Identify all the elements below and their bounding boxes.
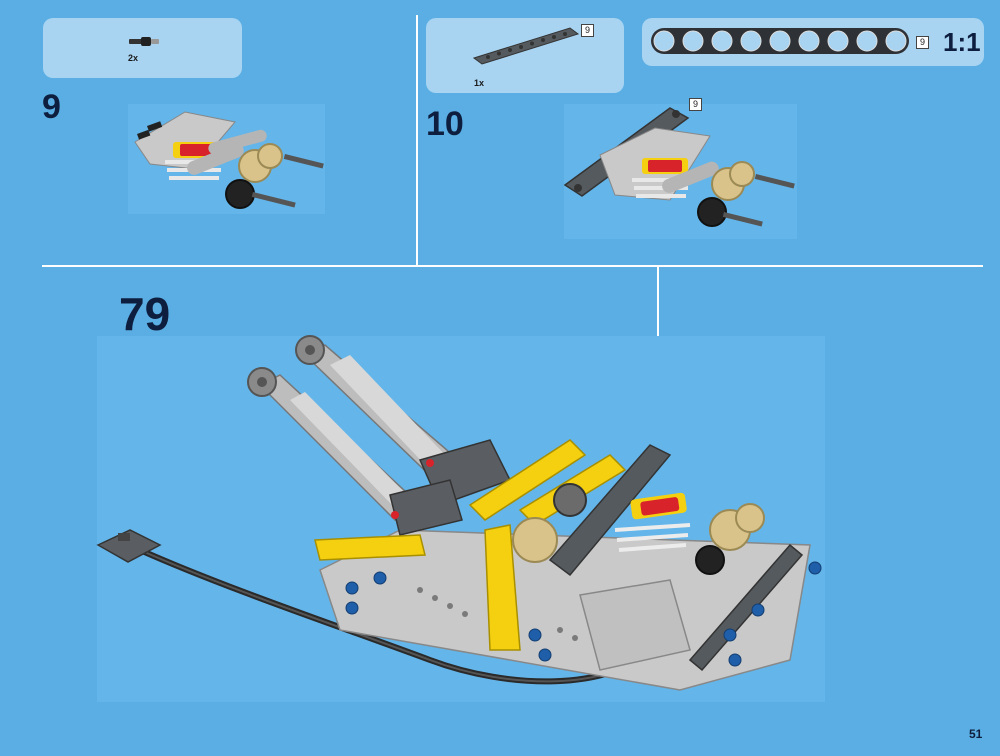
scale-beam-hole [798,30,820,52]
step-9-number: 9 [42,88,61,126]
scale-beam-hole [711,30,733,52]
scale-beam-hole [827,30,849,52]
scale-beam-hole [769,30,791,52]
scale-label: 1:1 [943,27,981,57]
step-79-assembly-illustration [96,335,822,691]
scale-beam-hole [856,30,878,52]
step-10-quantity: 1x [474,78,485,88]
scale-beam-hole [653,30,675,52]
scale-beam-hole [740,30,762,52]
pin-axle-icon [129,37,159,46]
step-10-assembly-length-tag: 9 [689,98,702,111]
vertical-divider [416,15,418,266]
page-number: 51 [969,727,983,741]
step-79-number: 79 [119,288,171,340]
step-9-parts-callout: 2x [43,18,242,78]
step-10-assembly-illustration [563,107,795,227]
step-10-parts-callout: 9 1x [426,18,624,93]
liftarm-beam-icon [472,27,580,65]
scale-beam-9-holes [651,28,909,54]
step-10-number: 10 [426,105,464,143]
scale-length-tag: 9 [916,36,929,49]
step-9-quantity: 2x [128,53,139,63]
step-10-beam-length-tag: 9 [581,24,594,37]
scale-beam-hole [682,30,704,52]
scale-beam-hole [885,30,907,52]
horizontal-divider [42,265,983,267]
step-9-assembly-illustration [134,111,324,209]
scale-callout: 9 1:1 [642,18,984,66]
